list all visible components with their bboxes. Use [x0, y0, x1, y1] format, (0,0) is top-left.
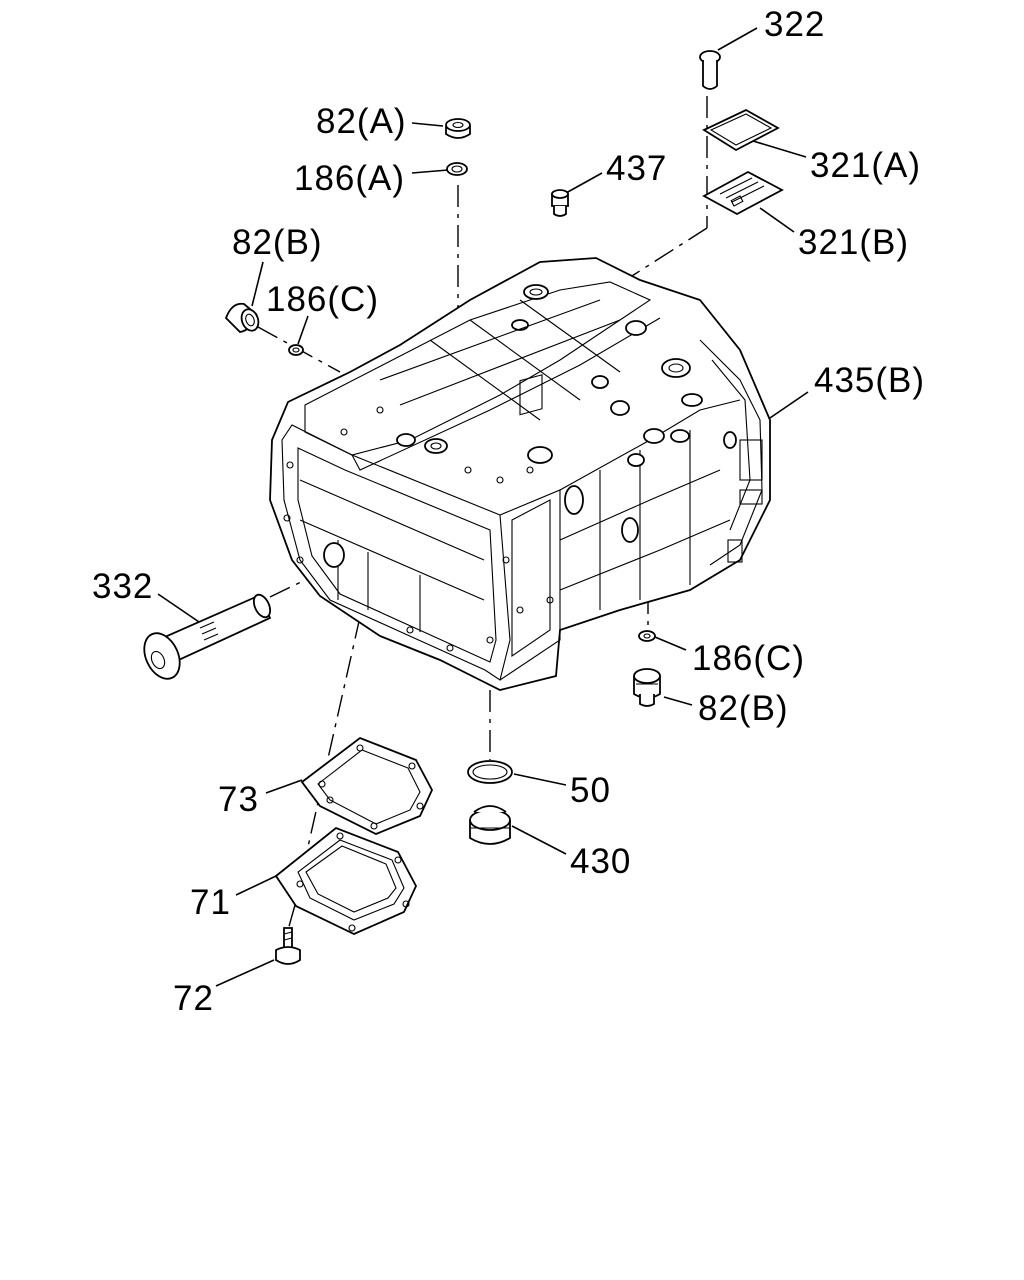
label-73: 73	[218, 780, 259, 819]
o-ring-50-icon	[467, 760, 513, 784]
gasket-73-icon	[300, 736, 434, 835]
drain-plug-430-icon	[469, 805, 511, 845]
label-72: 72	[173, 979, 214, 1018]
cover-71-icon	[274, 826, 418, 935]
plate-321a-icon	[702, 108, 780, 152]
label-82a: 82(A)	[316, 102, 407, 141]
plug-82b-bottom-icon	[633, 668, 661, 707]
label-430: 430	[570, 842, 631, 881]
plug-82a-icon	[445, 118, 471, 139]
transmission-case-435b-icon	[269, 257, 771, 691]
label-321a: 321(A)	[810, 146, 921, 185]
label-50: 50	[570, 771, 611, 810]
label-435b: 435(B)	[814, 361, 925, 400]
callout-labels: 322 82(A) 321(A) 186(A) 437 82(B) 321(B)…	[92, 5, 925, 1018]
label-71: 71	[190, 883, 231, 922]
nameplate-321b-icon	[702, 170, 784, 216]
label-322: 322	[764, 5, 825, 44]
label-186c-bottom: 186(C)	[692, 639, 805, 678]
label-186c-top: 186(C)	[266, 280, 379, 319]
breather-437-icon	[551, 189, 569, 217]
washer-186c-bottom-icon	[638, 630, 656, 642]
plug-82b-top-icon	[224, 302, 260, 333]
label-82b-top: 82(B)	[232, 223, 323, 262]
label-186a: 186(A)	[294, 159, 405, 198]
strainer-tube-332-icon	[143, 593, 272, 680]
label-82b-bottom: 82(B)	[698, 689, 789, 728]
label-437: 437	[606, 149, 667, 188]
washer-186a-icon	[446, 162, 468, 176]
leader-lines	[157, 27, 809, 987]
bolt-72-icon	[275, 927, 301, 965]
pin-322-icon	[699, 50, 721, 90]
label-321b: 321(B)	[798, 223, 909, 262]
label-332: 332	[92, 567, 153, 606]
washer-186c-top-icon	[288, 344, 304, 356]
